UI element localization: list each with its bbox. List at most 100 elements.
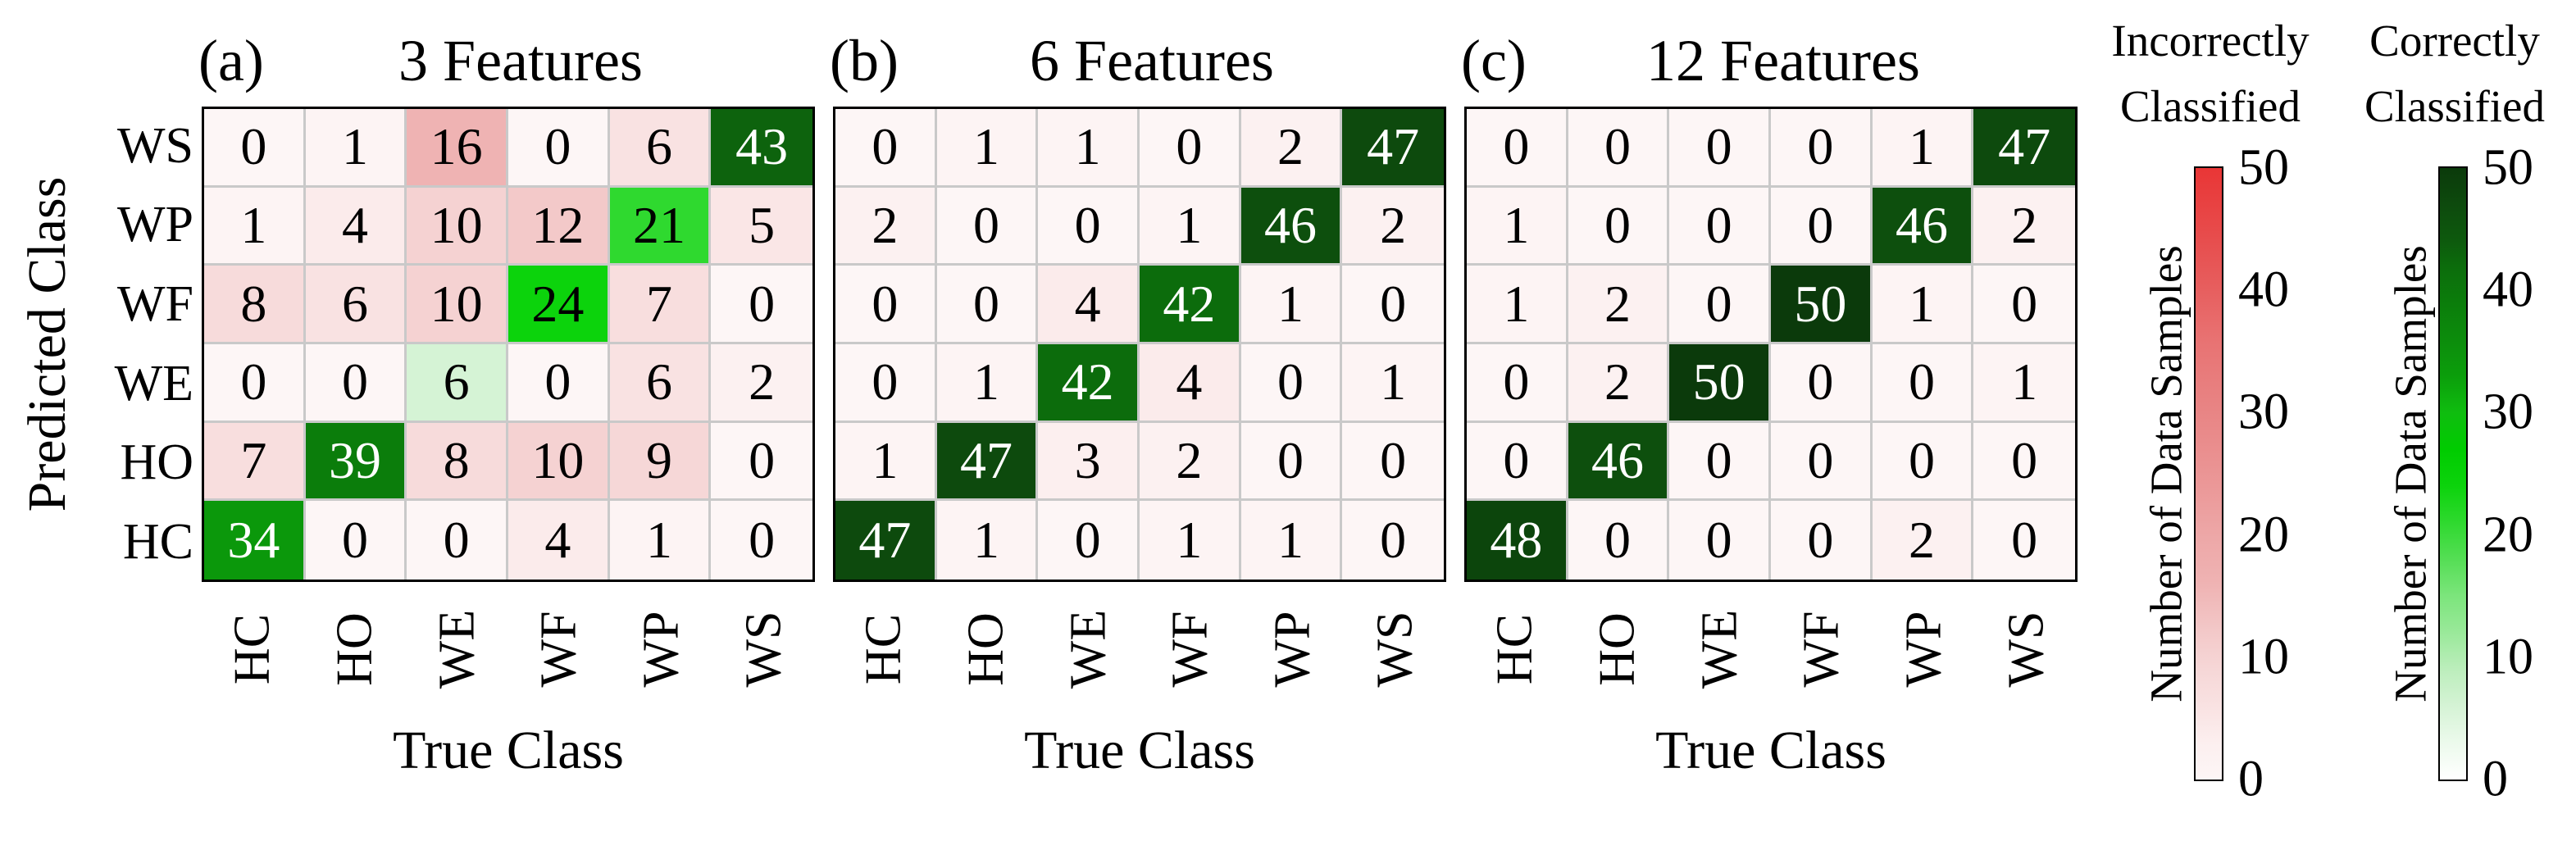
matrix-cell-incorrect: 1 bbox=[1872, 109, 1974, 188]
y-tick-label: HO bbox=[120, 434, 193, 491]
matrix-cell-correct: 6 bbox=[407, 343, 508, 423]
colorbar-tick-label: 10 bbox=[2483, 629, 2533, 685]
matrix-cell-incorrect: 0 bbox=[204, 109, 306, 188]
matrix-cell-incorrect: 8 bbox=[407, 422, 508, 502]
matrix-cell-correct: 47 bbox=[936, 422, 1039, 502]
matrix-cell-incorrect: 0 bbox=[835, 109, 937, 188]
matrix-cell-incorrect: 1 bbox=[1467, 266, 1568, 344]
matrix-cell-incorrect: 0 bbox=[1669, 109, 1771, 188]
panel-tag: (b) bbox=[830, 28, 899, 93]
matrix-cell-incorrect: 0 bbox=[305, 501, 407, 580]
matrix-cell-incorrect: 0 bbox=[1467, 422, 1568, 502]
matrix-cell-incorrect: 0 bbox=[507, 343, 610, 423]
x-axis-title: True Class bbox=[1024, 721, 1255, 780]
x-tick-label: HC bbox=[855, 613, 912, 685]
matrix-cell-incorrect: 0 bbox=[1342, 266, 1444, 344]
matrix-cell-correct: 24 bbox=[507, 266, 610, 344]
x-tick-label: WS bbox=[1367, 611, 1423, 688]
matrix-cell-correct: 50 bbox=[1770, 266, 1873, 344]
matrix-cell-incorrect: 0 bbox=[1770, 501, 1873, 580]
colorbar-tick-label: 20 bbox=[2483, 507, 2533, 563]
matrix-cell-incorrect: 8 bbox=[204, 266, 306, 344]
y-tick-label: WP bbox=[117, 197, 193, 253]
matrix-cell-incorrect: 0 bbox=[1342, 422, 1444, 502]
matrix-cell-incorrect: 1 bbox=[1038, 109, 1140, 188]
matrix-cell-incorrect: 0 bbox=[711, 266, 812, 344]
x-tick-label: HO bbox=[958, 612, 1014, 686]
matrix-cell-incorrect: 1 bbox=[936, 501, 1039, 580]
matrix-cell-incorrect: 4 bbox=[1139, 343, 1241, 423]
matrix-cell-incorrect: 4 bbox=[1038, 266, 1140, 344]
matrix-cell-incorrect: 0 bbox=[1467, 343, 1568, 423]
matrix-cell-correct: 46 bbox=[1568, 422, 1670, 502]
matrix-cell-incorrect: 0 bbox=[1872, 343, 1974, 423]
matrix-cell-incorrect: 2 bbox=[835, 187, 937, 266]
matrix-cell-incorrect: 0 bbox=[1770, 109, 1873, 188]
panel-tag: (a) bbox=[198, 28, 264, 93]
colorbar-axis-label: Number of Data Samples bbox=[2385, 245, 2436, 702]
matrix-cell-incorrect: 0 bbox=[1568, 187, 1670, 266]
colorbar-tick-label: 50 bbox=[2483, 139, 2533, 196]
matrix-cell-incorrect: 0 bbox=[835, 343, 937, 423]
matrix-cell-incorrect: 2 bbox=[1872, 501, 1974, 580]
x-axis-title: True Class bbox=[1655, 721, 1886, 780]
matrix-cell-incorrect: 1 bbox=[936, 109, 1039, 188]
matrix-cell-correct: 34 bbox=[204, 501, 306, 580]
matrix-cell-incorrect: 0 bbox=[1770, 343, 1873, 423]
matrix-cell-incorrect: 2 bbox=[1240, 109, 1343, 188]
y-tick-label: WS bbox=[117, 117, 193, 174]
x-tick-label: HO bbox=[326, 612, 383, 686]
matrix-cell-incorrect: 0 bbox=[936, 266, 1039, 344]
colorbar-tick-label: 40 bbox=[2238, 261, 2289, 318]
matrix-cell-correct: 46 bbox=[1872, 187, 1974, 266]
matrix-cell-incorrect: 0 bbox=[1669, 187, 1771, 266]
matrix-cell-incorrect: 2 bbox=[1139, 422, 1241, 502]
matrix-cell-correct: 47 bbox=[1342, 109, 1444, 188]
matrix-cell-correct: 47 bbox=[835, 501, 937, 580]
matrix-cell-correct: 42 bbox=[1139, 266, 1241, 344]
matrix-cell-incorrect: 0 bbox=[1568, 109, 1670, 188]
y-tick-label: WF bbox=[117, 276, 193, 333]
matrix-cell-incorrect: 0 bbox=[1467, 109, 1568, 188]
matrix-cell-incorrect: 1 bbox=[1973, 343, 2075, 423]
matrix-cell-incorrect: 9 bbox=[609, 422, 712, 502]
x-axis-title: True Class bbox=[393, 721, 624, 780]
matrix-cell-incorrect: 0 bbox=[835, 266, 937, 344]
matrix-cell-correct: 48 bbox=[1467, 501, 1568, 580]
matrix-cell-incorrect: 1 bbox=[305, 109, 407, 188]
matrix-cell-incorrect: 0 bbox=[507, 109, 610, 188]
matrix-cell-incorrect: 0 bbox=[1973, 422, 2075, 502]
matrix-cell-incorrect: 0 bbox=[1669, 501, 1771, 580]
colorbar-tick-label: 0 bbox=[2483, 751, 2508, 807]
matrix-cell-incorrect: 7 bbox=[204, 422, 306, 502]
colorbar-tick-label: 0 bbox=[2238, 751, 2264, 807]
matrix-cell-correct: 50 bbox=[1669, 343, 1771, 423]
matrix-cell-incorrect: 1 bbox=[1342, 343, 1444, 423]
panel-title: 3 Features bbox=[398, 28, 643, 93]
matrix-cell-incorrect: 0 bbox=[1770, 422, 1873, 502]
matrix-cell-correct: 42 bbox=[1038, 343, 1140, 423]
matrix-cell-incorrect: 1 bbox=[1467, 187, 1568, 266]
matrix-cell-incorrect: 4 bbox=[507, 501, 610, 580]
matrix-cell-incorrect: 10 bbox=[407, 187, 508, 266]
matrix-cell-incorrect: 2 bbox=[1568, 266, 1670, 344]
colorbar-tick-label: 20 bbox=[2238, 507, 2289, 563]
matrix-cell-incorrect: 12 bbox=[507, 187, 610, 266]
colorbar-title-line: Classified bbox=[2120, 81, 2301, 131]
matrix-cell-incorrect: 2 bbox=[711, 343, 812, 423]
matrix-cell-incorrect: 0 bbox=[936, 187, 1039, 266]
x-tick-label: WF bbox=[1162, 611, 1218, 688]
x-tick-label: WS bbox=[1998, 611, 2055, 688]
matrix-cell-incorrect: 0 bbox=[1342, 501, 1444, 580]
matrix-cell-correct: 46 bbox=[1240, 187, 1343, 266]
matrix-cell-incorrect: 7 bbox=[609, 266, 712, 344]
matrix-cell-incorrect: 0 bbox=[1240, 422, 1343, 502]
x-tick-label: WF bbox=[1793, 611, 1850, 688]
matrix-cell-incorrect: 1 bbox=[204, 187, 306, 266]
matrix-cell-incorrect: 1 bbox=[609, 501, 712, 580]
matrix-cell-correct: 43 bbox=[711, 109, 812, 188]
